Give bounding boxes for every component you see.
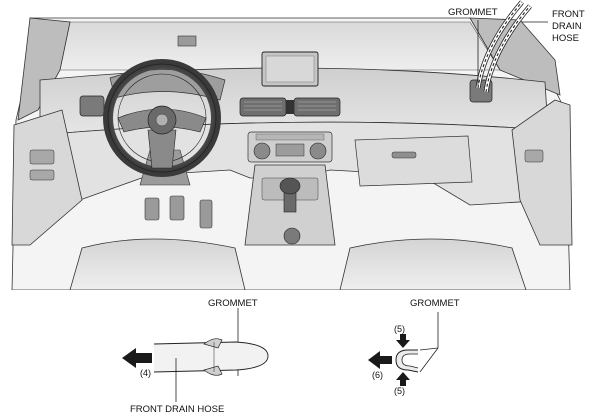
label-front-drain-hose-top-line2: DRAIN: [552, 21, 582, 32]
grommet-fin-bottom: [203, 365, 223, 376]
passenger-seat: [339, 238, 527, 290]
arrow-up-icon: [396, 372, 410, 386]
label-step-4: (4): [140, 368, 151, 378]
label-step-5-bottom: (5): [394, 386, 405, 396]
arrow-left-icon: [368, 351, 392, 369]
pedals: [144, 195, 213, 229]
commander-knob: [283, 227, 301, 245]
climate-panel: [247, 131, 333, 163]
label-grommet-top: GROMMET: [448, 7, 498, 18]
center-vents: [239, 97, 341, 117]
mirror-mount: [177, 35, 197, 47]
label-step-5-top: (5): [394, 324, 405, 334]
label-step-6: (6): [372, 370, 383, 380]
right-door: [511, 99, 573, 246]
drain-hose-tube: [153, 341, 269, 373]
driver-seat: [69, 238, 246, 290]
hose-removal-detail: [122, 308, 269, 402]
gear-shifter: [279, 177, 301, 213]
label-grommet-right: GROMMET: [410, 298, 460, 309]
grommet-detail: [368, 312, 439, 386]
steering-wheel: [103, 59, 221, 177]
arrow-left-icon: [122, 348, 152, 368]
label-front-drain-hose-top-line1: FRONT: [552, 9, 585, 20]
glove-box: [354, 135, 473, 187]
label-grommet-left: GROMMET: [208, 298, 258, 309]
arrow-down-icon: [396, 334, 410, 348]
label-front-drain-hose-bottom: FRONT DRAIN HOSE: [130, 404, 225, 415]
left-vent: [79, 95, 105, 117]
label-front-drain-hose-top-line3: HOSE: [552, 33, 579, 44]
grommet-fin-top: [203, 338, 223, 349]
front-drain-hose-path: [475, 0, 532, 93]
car-interior-illustration: [11, 0, 573, 290]
